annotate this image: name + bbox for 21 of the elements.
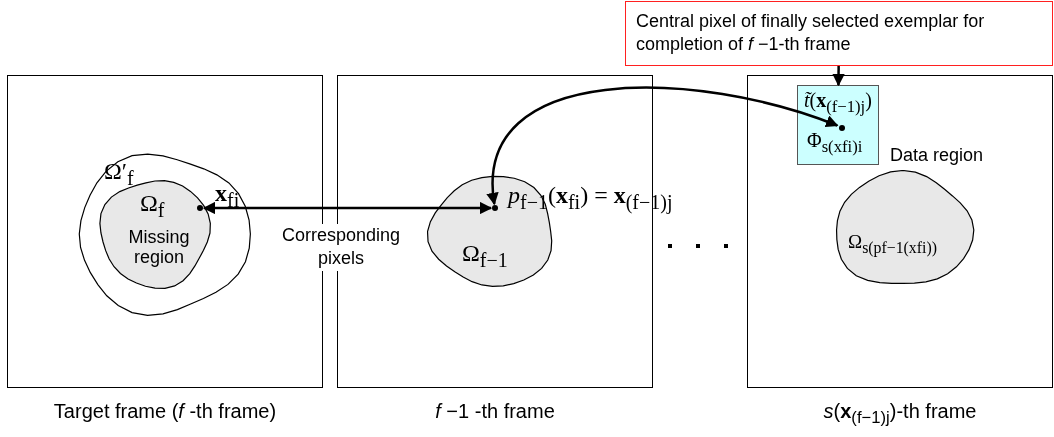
exemplar-patch: [797, 85, 879, 165]
math-label: Φ$_{s(xfi)i}$: [807, 129, 863, 157]
frame-caption: s(x$_{(f−1)j}$)-th frame: [823, 400, 977, 428]
pixel-label: x$_{fi}$: [215, 180, 240, 211]
callout-box: [625, 1, 1053, 66]
region-symbol: Ω$_{s(pf−1(xfi))}$: [848, 232, 937, 257]
region-label: Missing region: [127, 228, 191, 268]
region-label: Data region: [890, 146, 984, 166]
arrow: [832, 66, 845, 87]
region-symbol: Ω′$_{f}$: [104, 158, 134, 189]
pixel-dot: [197, 205, 203, 211]
frame-caption: Target frame (f -th frame): [53, 400, 277, 422]
pixel-dot: [839, 125, 845, 131]
region-symbol: Ω$_{f}$: [140, 190, 165, 221]
region-symbol: Ω$_{f−1}$: [462, 240, 508, 271]
arrow: [487, 86, 839, 206]
pixel-dot: [492, 205, 498, 211]
callout-text: Central pixel of finally selected exemplar for completion of f −1-th frame: [636, 10, 986, 57]
frame-caption: f −1 -th frame: [435, 400, 555, 422]
math-label: t̃(x$_{(f−1)j}$): [804, 89, 872, 117]
arrow: [202, 201, 493, 215]
